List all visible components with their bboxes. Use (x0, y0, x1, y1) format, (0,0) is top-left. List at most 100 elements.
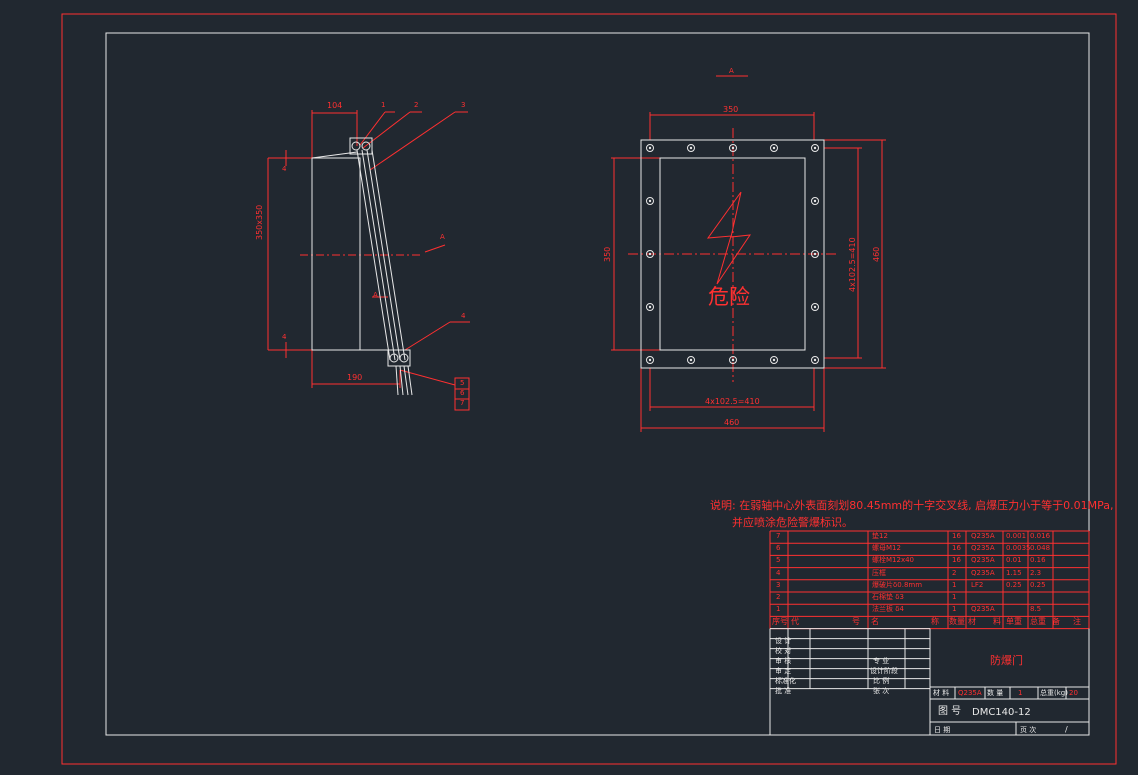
bom-header-cell: 材 (968, 617, 976, 627)
bolt-hole-center (648, 252, 652, 256)
bom-cell-total: 0.048 (1030, 544, 1051, 553)
bom-header-cell: 名 (871, 617, 879, 627)
bom-cell-name: 石棉垫 δ3 (872, 593, 904, 601)
bom-header-cell: 注 (1073, 617, 1081, 627)
callout-2: 2 (414, 101, 419, 109)
front-right-pitch-dim: 4x102.5=410 (848, 237, 857, 292)
bom-cell-mat: Q235A (971, 532, 995, 540)
bolt-hole-center (813, 146, 817, 150)
bolt-hole-center (648, 146, 652, 150)
bolt-hole (646, 197, 654, 205)
bom-cell-total: 0.25 (1030, 580, 1046, 589)
bom-cell-no: 3 (776, 580, 781, 589)
sheet-label: 页 次 (1020, 726, 1037, 734)
bom-cell-no: 5 (776, 556, 781, 565)
bolt-hole (646, 250, 654, 258)
bolt-hole-center (648, 305, 652, 309)
role-design: 设 计 (775, 637, 792, 645)
section-arrow-label: A (440, 233, 445, 241)
bom-cell-unit: 0.0035 (1006, 544, 1031, 553)
callout-4: 4 (461, 312, 466, 320)
bom-cell-no: 4 (776, 568, 781, 577)
bolt-hole (770, 144, 778, 152)
bom-header-cell: 数量 (949, 617, 965, 627)
bolt-hole (811, 303, 819, 311)
outer-border (61, 13, 1117, 765)
callout-3: 3 (461, 101, 466, 109)
bom-cell-no: 2 (776, 593, 781, 601)
bolt-hole (811, 250, 819, 258)
callout-5: 5 (460, 379, 465, 387)
bom-cell-mat: Q235A (971, 605, 995, 614)
front-bottom-pitch-dim: 4x102.5=410 (705, 397, 760, 406)
label-discipline: 专 业 (873, 657, 890, 665)
bom-cell-unit: 0.01 (1006, 556, 1022, 565)
note-line-2: 并应喷涂危险警爆标识。 (732, 516, 853, 529)
drawing-no: DMC140-12 (972, 707, 1031, 718)
callout-6: 6 (460, 389, 465, 397)
bom-cell-name: 爆破片δ0.8mm (872, 580, 923, 589)
bom-cell-unit: 1.15 (1006, 568, 1022, 577)
drawing-title: 防爆门 (990, 654, 1023, 667)
bolt-hole-center (648, 358, 652, 362)
bom-cell-qty: 16 (952, 544, 961, 553)
bom-cell-no: 1 (776, 605, 781, 614)
bom-header-cell: 总重 (1030, 617, 1046, 627)
weight-label: 总重(kg) (1040, 689, 1068, 697)
bolt-hole-center (813, 358, 817, 362)
front-top-width-dim: 350 (723, 105, 739, 114)
front-left-height-dim: 350 (603, 246, 612, 262)
bolt-hole-center (648, 199, 652, 203)
bom-header-cell: 号 (852, 617, 860, 627)
bom-header-cell: 备 (1052, 617, 1060, 627)
bolt-hole-center (731, 146, 735, 150)
bolt-hole (811, 197, 819, 205)
bolt-hole-center (813, 199, 817, 203)
bolt-hole (687, 356, 695, 364)
role-approve: 批 准 (775, 687, 792, 695)
side-top-width-dim: 104 (327, 101, 343, 110)
bom-cell-name: 垫12 (872, 532, 888, 540)
side-left-dim-b: 4 (282, 333, 287, 341)
bom-cell-mat: Q235A (971, 556, 995, 565)
bom-cell-total: 0.16 (1030, 556, 1046, 565)
bolt-hole-center (772, 146, 776, 150)
bom-header-cell: 单重 (1006, 617, 1022, 627)
bom-cell-qty: 2 (952, 568, 957, 577)
sheet-value: / (1065, 725, 1068, 734)
side-small-a: A (373, 291, 378, 299)
side-bottom-width-dim: 190 (347, 373, 363, 382)
date-label: 日 期 (934, 726, 951, 734)
role-review: 审 核 (775, 657, 792, 665)
side-view (267, 110, 470, 411)
label-scale: 比 例 (873, 677, 890, 685)
bom-header-cell: 序号 (772, 617, 788, 627)
bom-header-cell: 称 (931, 617, 939, 627)
callout-1: 1 (381, 101, 386, 109)
bom-cell-qty: 1 (952, 580, 957, 589)
bolt-hole-center (731, 358, 735, 362)
label-sheets: 张 次 (873, 687, 890, 695)
warning-label: 危险 (708, 285, 750, 309)
material-value: Q235A (958, 689, 982, 697)
bom-header-cell: 代 (791, 617, 799, 627)
bolt-hole-center (689, 358, 693, 362)
bom-cell-qty: 16 (952, 556, 961, 565)
bolt-hole (729, 356, 737, 364)
bom-cell-total: 2.3 (1030, 568, 1042, 577)
bolt-hole-center (813, 305, 817, 309)
bom-cell-mat: LF2 (971, 580, 984, 589)
bom-cell-name: 螺栓M12x40 (872, 556, 914, 565)
note-line-1: 说明: 在弱轴中心外表面刻划80.45mm的十字交叉线, 启爆压力小于等于0.0… (710, 499, 1114, 512)
bolt-hole-center (772, 358, 776, 362)
material-label: 材 料 (933, 689, 950, 697)
role-approve-final: 审 定 (775, 667, 792, 675)
bolt-holes (646, 144, 819, 364)
side-height-dim: 350x350 (255, 204, 264, 240)
bolt-hole-center (813, 252, 817, 256)
bom-cell-name: 法兰板 δ4 (872, 605, 904, 614)
qty-value: 1 (1018, 689, 1023, 697)
bom-cell-mat: Q235A (971, 544, 995, 553)
bom-cell-no: 7 (776, 532, 781, 540)
